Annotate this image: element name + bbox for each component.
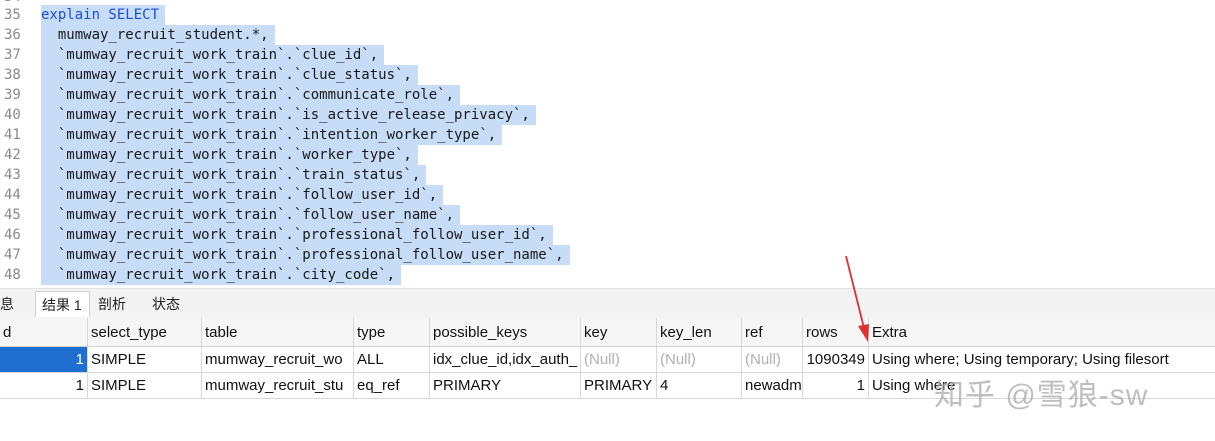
cell-table[interactable]: mumway_recruit_wo [202,347,354,372]
watermark: 知乎 @雪狼-sw [934,379,1149,412]
column-header-key[interactable]: key [581,318,657,346]
table-row[interactable]: 1 SIMPLE mumway_recruit_wo ALL idx_clue_… [0,347,1215,373]
column-header-select-type[interactable]: select_type [88,318,202,346]
code-text[interactable]: `mumway_recruit_work_train`.`intention_w… [41,125,503,145]
column-header-key-len[interactable]: key_len [657,318,742,346]
line-number: 44 [4,187,21,203]
code-line: 38 `mumway_recruit_work_train`.`clue_sta… [0,65,1215,85]
cell-key-len[interactable]: (Null) [657,347,742,372]
code-line: 45 `mumway_recruit_work_train`.`follow_u… [0,205,1215,225]
tab-result-1[interactable]: 结果 1 [35,291,90,317]
column-header-extra[interactable]: Extra [872,324,908,341]
code-line: 37 `mumway_recruit_work_train`.`clue_id`… [0,45,1215,65]
cell-id[interactable]: 1 [0,373,88,398]
line-number: 39 [4,87,21,103]
cell-extra[interactable]: Using where; Using temporary; Using file… [872,351,1169,368]
cell-select-type[interactable]: SIMPLE [88,373,202,398]
cell-possible-keys[interactable]: PRIMARY [430,373,581,398]
sql-editor[interactable]: 34 35 explain SELECT 36 mumway_recruit_s… [0,0,1215,285]
code-text[interactable]: `mumway_recruit_work_train`.`communicate… [41,85,461,105]
code-line: 40 `mumway_recruit_work_train`.`is_activ… [0,105,1215,125]
line-number: 45 [4,207,21,223]
cell-id[interactable]: 1 [0,347,88,372]
cell-possible-keys[interactable]: idx_clue_id,idx_auth_ [430,347,581,372]
line-number: 38 [4,67,21,83]
line-number: 40 [4,107,21,123]
code-text[interactable]: `mumway_recruit_work_train`.`is_active_r… [41,105,536,125]
code-text[interactable]: `mumway_recruit_work_train`.`clue_status… [41,65,418,85]
table-row[interactable]: 1 SIMPLE mumway_recruit_stu eq_ref PRIMA… [0,373,1215,399]
line-number: 36 [4,27,21,43]
code-line: 47 `mumway_recruit_work_train`.`professi… [0,245,1215,265]
code-text[interactable]: `mumway_recruit_work_train`.`worker_type… [41,145,418,165]
code-line: 42 `mumway_recruit_work_train`.`worker_t… [0,145,1215,165]
cell-rows[interactable]: 1090349 [803,347,869,372]
code-text[interactable]: explain SELECT [41,5,166,25]
code-line-partial: 34 [0,0,1215,7]
line-number: 37 [4,47,21,63]
line-number: 43 [4,167,21,183]
code-text[interactable]: `mumway_recruit_work_train`.`city_code`, [41,265,402,285]
line-number: 47 [4,247,21,263]
tab-profile[interactable]: 剖析 [98,296,126,312]
code-text[interactable]: `mumway_recruit_work_train`.`professiona… [41,245,570,265]
code-text[interactable]: `mumway_recruit_work_train`.`professiona… [41,225,553,245]
cell-extra[interactable]: Using where [872,377,956,394]
column-header-type[interactable]: type [354,318,430,346]
result-grid[interactable]: d select_type table type possible_keys k… [0,318,1215,441]
column-header-id[interactable]: d [0,318,88,346]
cell-key-len[interactable]: 4 [657,373,742,398]
code-line: 43 `mumway_recruit_work_train`.`train_st… [0,165,1215,185]
code-line: 39 `mumway_recruit_work_train`.`communic… [0,85,1215,105]
code-line: 48 `mumway_recruit_work_train`.`city_cod… [0,265,1215,285]
code-text[interactable]: `mumway_recruit_work_train`.`train_statu… [41,165,427,185]
code-text[interactable]: `mumway_recruit_work_train`.`clue_id`, [41,45,385,65]
code-line: 35 explain SELECT [0,5,1215,25]
line-number: 42 [4,147,21,163]
line-number: 41 [4,127,21,143]
code-line: 46 `mumway_recruit_work_train`.`professi… [0,225,1215,245]
code-text[interactable]: `mumway_recruit_work_train`.`follow_user… [41,185,444,205]
cell-key[interactable]: (Null) [581,347,657,372]
column-header-possible-keys[interactable]: possible_keys [430,318,581,346]
cell-select-type[interactable]: SIMPLE [88,347,202,372]
cell-rows[interactable]: 1 [803,373,869,398]
column-header-ref[interactable]: ref [742,318,803,346]
code-line: 41 `mumway_recruit_work_train`.`intentio… [0,125,1215,145]
cell-table[interactable]: mumway_recruit_stu [202,373,354,398]
line-number: 46 [4,227,21,243]
line-number: 48 [4,267,21,283]
code-line: 44 `mumway_recruit_work_train`.`follow_u… [0,185,1215,205]
line-number: 34 [4,0,28,7]
line-number: 35 [4,7,21,23]
cell-type[interactable]: ALL [354,347,430,372]
cell-key[interactable]: PRIMARY [581,373,657,398]
cell-ref[interactable]: (Null) [742,347,803,372]
tab-info[interactable]: 息 [0,296,14,312]
column-header-table[interactable]: table [202,318,354,346]
code-text[interactable]: mumway_recruit_student.*, [41,25,275,45]
code-text[interactable]: `mumway_recruit_work_train`.`follow_user… [41,205,461,225]
code-line: 36 mumway_recruit_student.*, [0,25,1215,45]
result-tabs: 息 结果 1 剖析 状态 [0,288,1215,319]
tab-status[interactable]: 状态 [152,296,180,312]
cell-ref[interactable]: newadm [742,373,803,398]
grid-header-row: d select_type table type possible_keys k… [0,318,1215,347]
cell-type[interactable]: eq_ref [354,373,430,398]
